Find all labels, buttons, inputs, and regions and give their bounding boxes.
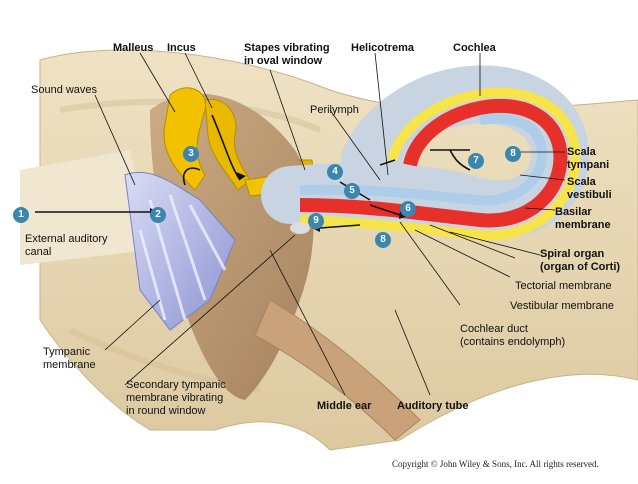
- label-sound-waves: Sound waves: [31, 84, 98, 96]
- step-badge-7: 7: [468, 153, 484, 169]
- step-badge-8-bottom: 8: [375, 232, 391, 248]
- label-incus: Incus: [167, 42, 196, 54]
- label-perilymph: Perilymph: [310, 104, 359, 116]
- label-stapes: Stapes vibrating in oval window: [244, 42, 330, 67]
- step-badge-9: 9: [308, 213, 324, 229]
- step-badge-8-top: 8: [505, 146, 521, 162]
- label-secondary-tympanic: Secondary tympanic membrane vibrating in…: [126, 379, 226, 417]
- label-malleus: Malleus: [113, 42, 154, 54]
- leader-lines: [94, 52, 566, 396]
- round-window: [290, 222, 310, 234]
- label-tectorial-membrane: Tectorial membrane: [515, 280, 612, 292]
- copyright-notice: Copyright © John Wiley & Sons, Inc. All …: [392, 459, 599, 469]
- cochlear-duct-shape: [299, 113, 548, 206]
- label-middle-ear: Middle ear: [317, 400, 372, 412]
- scala-yellow: [299, 87, 581, 241]
- step-badge-5: 5: [344, 183, 360, 199]
- external-canal: [20, 150, 150, 265]
- label-scala-tympani: Scala tympani: [567, 146, 610, 171]
- label-auditory-tube: Auditory tube: [397, 400, 469, 412]
- label-scala-vestibuli: Scala vestibuli: [567, 176, 612, 201]
- label-cochlear-duct: Cochlear duct (contains endolymph): [460, 323, 566, 348]
- flow-arrows: [35, 114, 471, 229]
- tympanic-folds: [138, 194, 227, 321]
- label-spiral-organ: Spiral organ (organ of Corti): [540, 248, 621, 273]
- label-external-auditory-canal: External auditory canal: [25, 233, 108, 258]
- auditory-tube-shape: [254, 299, 421, 441]
- label-vestibular-membrane: Vestibular membrane: [510, 300, 614, 312]
- step-badge-4: 4: [327, 164, 343, 180]
- incus-shape: [204, 98, 251, 191]
- label-helicotrema: Helicotrema: [351, 42, 414, 54]
- step-badge-2: 2: [150, 207, 166, 223]
- step-badge-3: 3: [183, 146, 199, 162]
- label-cochlea: Cochlea: [453, 42, 496, 54]
- label-basilar-membrane: Basilar membrane: [555, 206, 611, 231]
- label-tympanic-membrane: Tympanic membrane: [43, 346, 96, 371]
- malleus-shape: [163, 87, 207, 191]
- step-badge-1: 1: [13, 207, 29, 223]
- step-badge-6: 6: [400, 201, 416, 217]
